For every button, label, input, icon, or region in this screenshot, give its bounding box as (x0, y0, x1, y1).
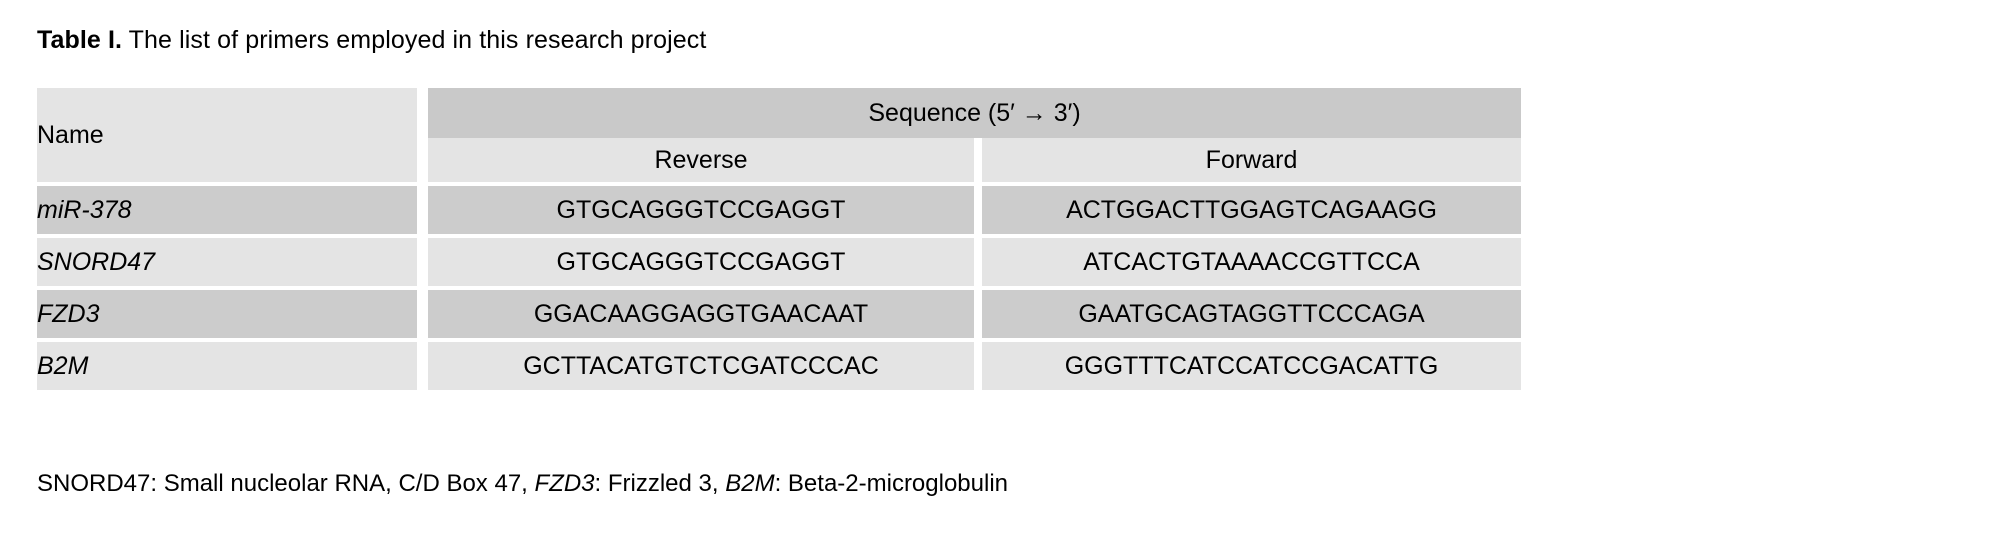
cell-forward: GAATGCAGTAGGTTCCCAGA (982, 290, 1522, 338)
table-row: SNORD47 GTGCAGGGTCCGAGGT ATCACTGTAAAACCG… (37, 238, 1522, 286)
cell-gap (417, 342, 428, 390)
table-row: B2M GCTTACATGTCTCGATCCCAC GGGTTTCATCCATC… (37, 342, 1522, 390)
header-cell-sequence-group: Sequence (5′ → 3′) (428, 88, 1522, 138)
table-caption-text: The list of primers employed in this res… (122, 26, 707, 54)
table-row: FZD3 GGACAAGGAGGTGAACAAT GAATGCAGTAGGTTC… (37, 290, 1522, 338)
cell-name: miR-378 (37, 186, 417, 234)
cell-forward: GGGTTTCATCCATCCGACATTG (982, 342, 1522, 390)
table-footnote: SNORD47: Small nucleolar RNA, C/D Box 47… (37, 468, 1008, 500)
header-cell-forward: Forward (982, 138, 1522, 182)
cell-gap (417, 290, 428, 338)
primers-table: Name Sequence (5′ → 3′) Reverse Forward … (37, 88, 1522, 390)
header-cell-reverse: Reverse (428, 138, 974, 182)
footnote-part-1: SNORD47: Small nucleolar RNA, C/D Box 47… (37, 470, 535, 497)
cell-reverse: GCTTACATGTCTCGATCCCAC (428, 342, 974, 390)
table-caption: Table I. The list of primers employed in… (37, 24, 706, 56)
row-separator (37, 338, 1522, 342)
column-gap-2 (974, 138, 982, 182)
cell-gap (974, 342, 982, 390)
header-row-sub: Reverse Forward (37, 138, 1522, 182)
cell-gap (417, 186, 428, 234)
header-cell-name: Name (37, 88, 417, 182)
table-row: miR-378 GTGCAGGGTCCGAGGT ACTGGACTTGGAGTC… (37, 186, 1522, 234)
footnote-part-2: : Frizzled 3, (594, 470, 726, 497)
table-head: Name Sequence (5′ → 3′) Reverse Forward (37, 88, 1522, 182)
cell-gap (974, 290, 982, 338)
row-separator (37, 182, 1522, 186)
cell-reverse: GTGCAGGGTCCGAGGT (428, 186, 974, 234)
cell-name: SNORD47 (37, 238, 417, 286)
cell-forward: ACTGGACTTGGAGTCAGAAGG (982, 186, 1522, 234)
cell-forward: ATCACTGTAAAACCGTTCCA (982, 238, 1522, 286)
footnote-gene-b2m: B2M (725, 470, 775, 497)
cell-name: B2M (37, 342, 417, 390)
column-gap-1 (417, 88, 428, 182)
row-separator (37, 286, 1522, 290)
header-row-group: Name Sequence (5′ → 3′) (37, 88, 1522, 182)
row-separator (37, 234, 1522, 238)
cell-gap (974, 186, 982, 234)
cell-name: FZD3 (37, 290, 417, 338)
primers-table-container: Name Sequence (5′ → 3′) Reverse Forward … (37, 88, 1522, 390)
footnote-gene-fzd3: FZD3 (534, 470, 595, 497)
table-caption-label: Table I. (37, 26, 123, 54)
cell-reverse: GTGCAGGGTCCGAGGT (428, 238, 974, 286)
cell-reverse: GGACAAGGAGGTGAACAAT (428, 290, 974, 338)
table-body: miR-378 GTGCAGGGTCCGAGGT ACTGGACTTGGAGTC… (37, 182, 1522, 390)
cell-gap (974, 238, 982, 286)
footnote-part-3: : Beta-2-microglobulin (774, 470, 1009, 497)
cell-gap (417, 238, 428, 286)
